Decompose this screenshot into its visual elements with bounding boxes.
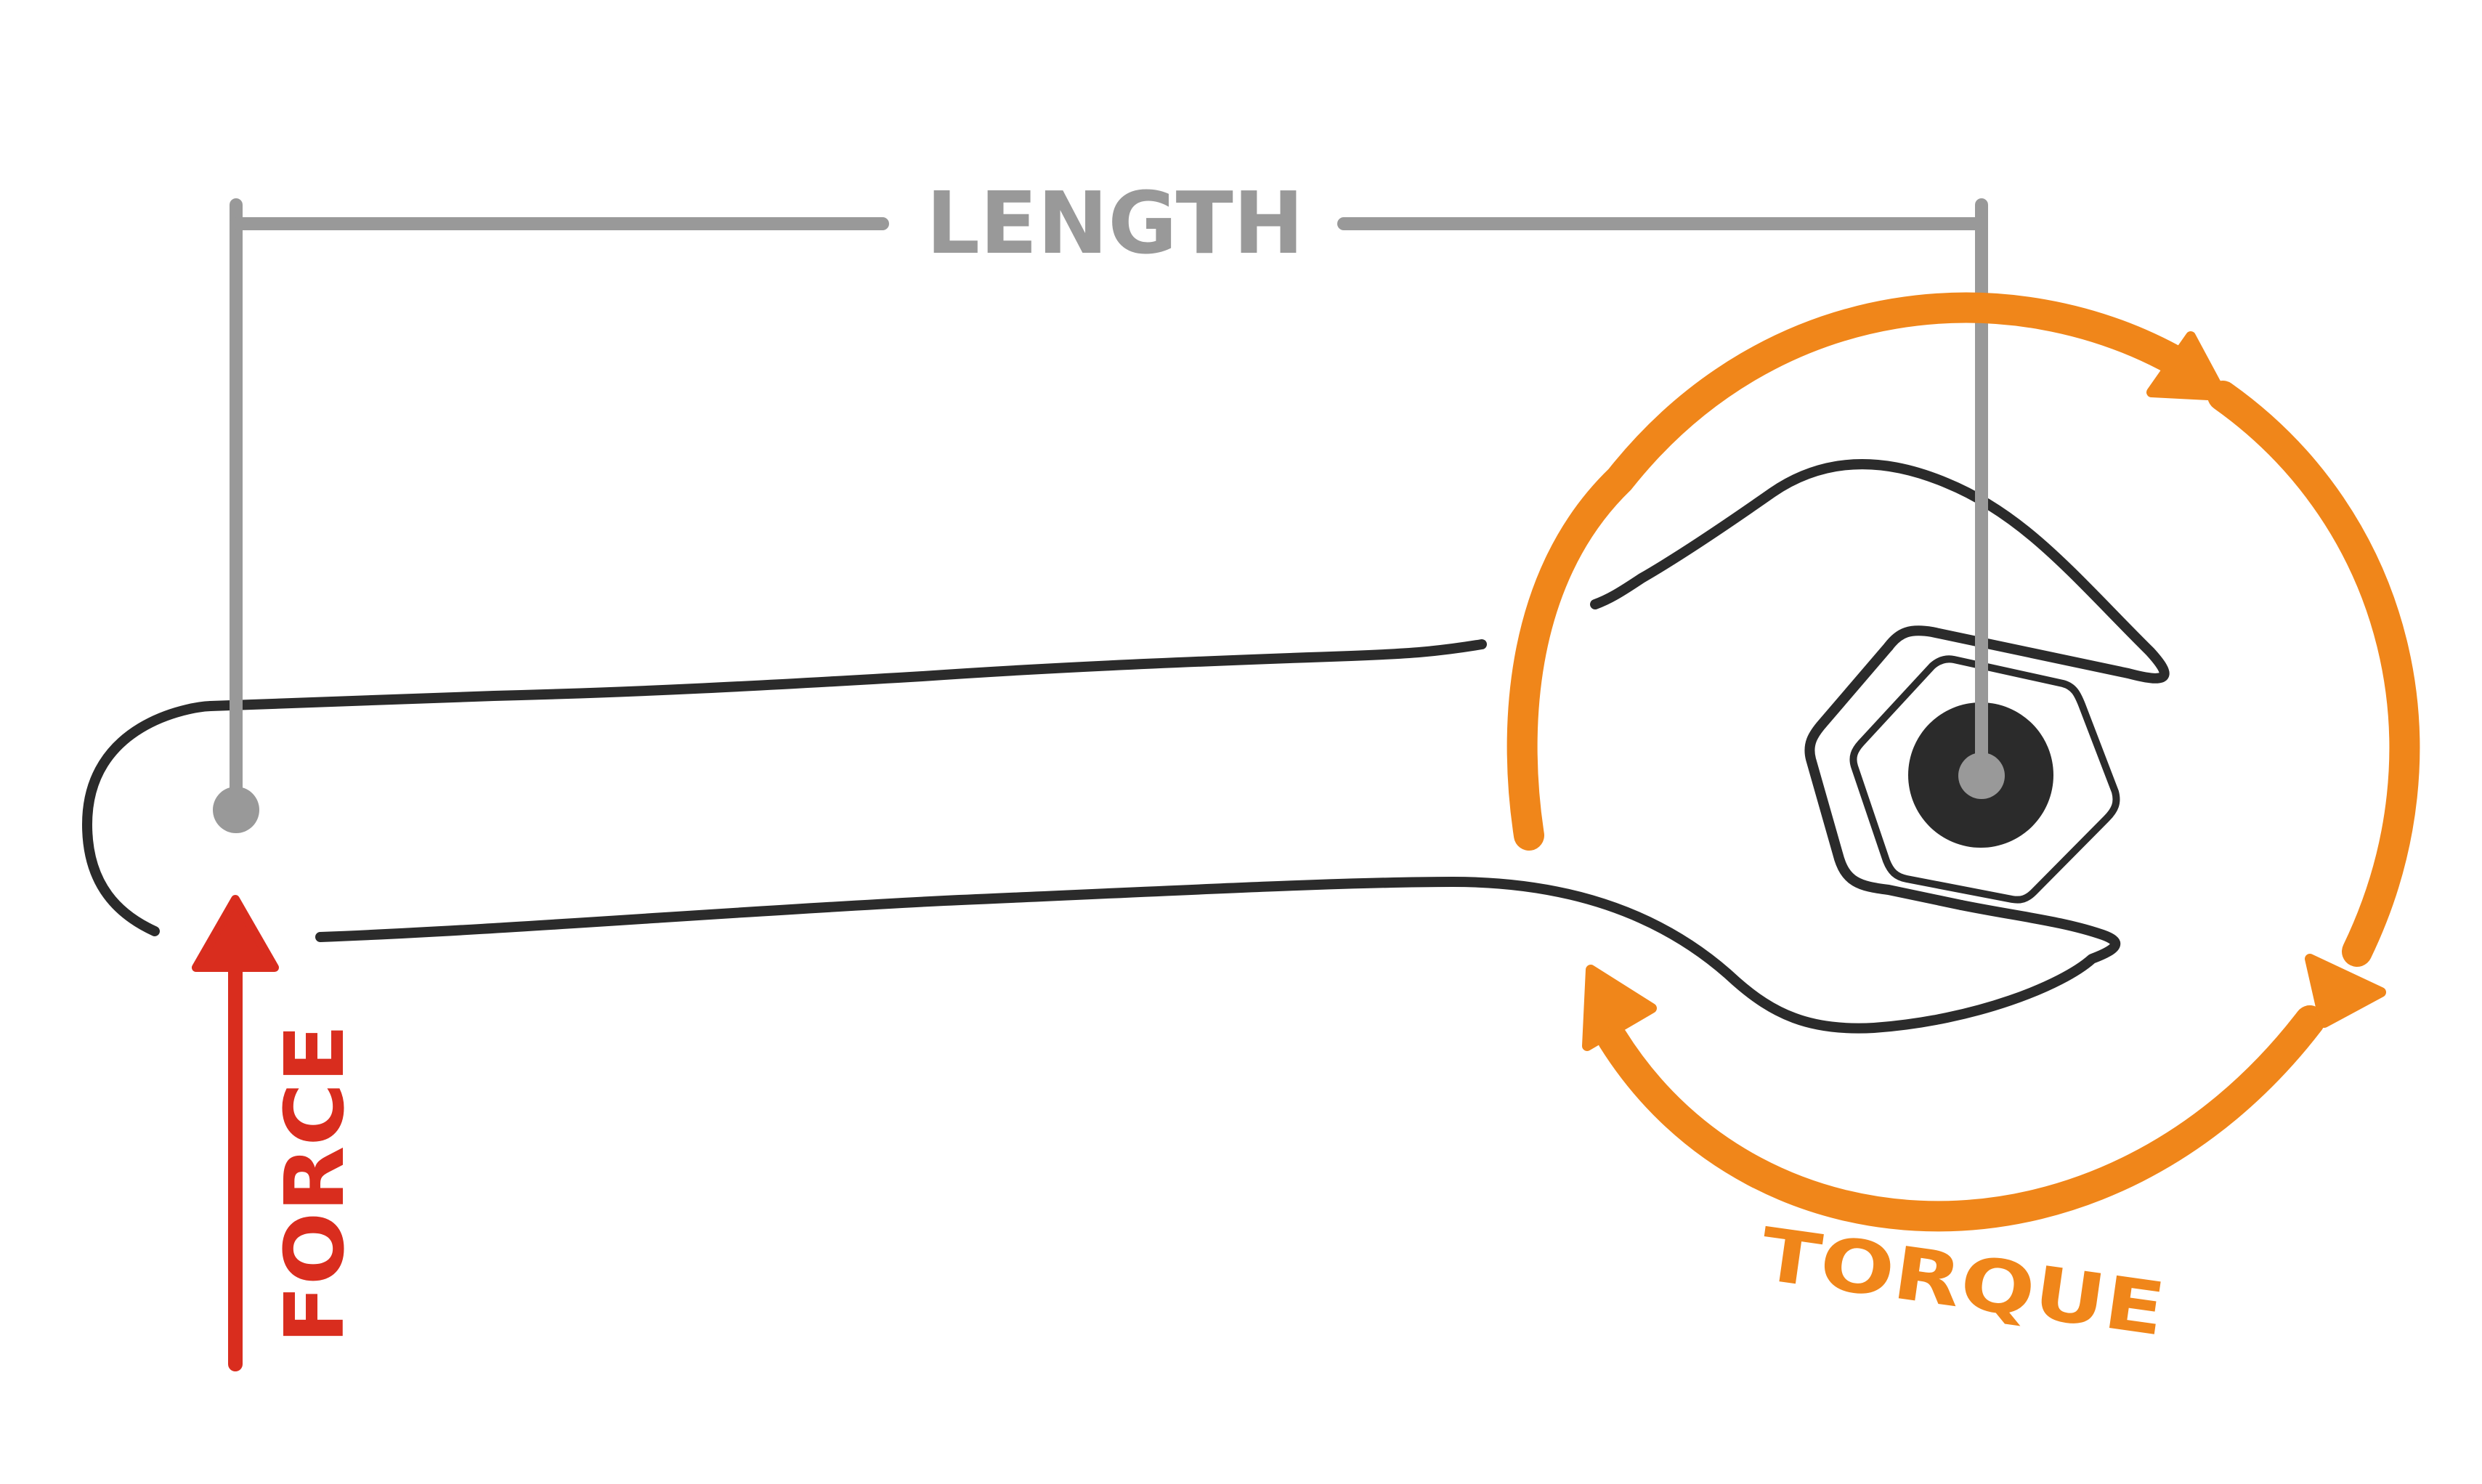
- torque-arrowhead-top: [2146, 331, 2228, 401]
- bolt-center-point: [1958, 753, 2005, 799]
- torque-arc-right: [2207, 381, 2420, 967]
- torque-arc-top: [1506, 292, 2194, 851]
- wrench-handle-end-cap: [82, 701, 216, 936]
- wrench-upper-jaw: [1590, 459, 2170, 684]
- length-label: LENGTH: [926, 173, 1304, 273]
- wrench-handle-top-edge: [206, 639, 1487, 711]
- length-dimension: [230, 198, 1988, 798]
- force-arrowhead: [192, 895, 279, 972]
- torque-arc-bottom: [1597, 1005, 2325, 1232]
- torque-rotation-arrows: [1506, 292, 2420, 1232]
- force-label: FORCE: [268, 1024, 362, 1344]
- wrench-handle-bottom-edge: [315, 877, 2121, 1034]
- wrench-outline: [82, 459, 2170, 1034]
- torque-label: TORQUE: [1756, 1212, 2170, 1353]
- wrench-lower-jaw: [1804, 641, 1966, 910]
- torque-arrowhead-right: [2305, 954, 2386, 1028]
- pivot-point: [213, 787, 259, 833]
- torque-arrowhead-left: [1582, 965, 1657, 1051]
- hex-nut: [1849, 655, 2120, 904]
